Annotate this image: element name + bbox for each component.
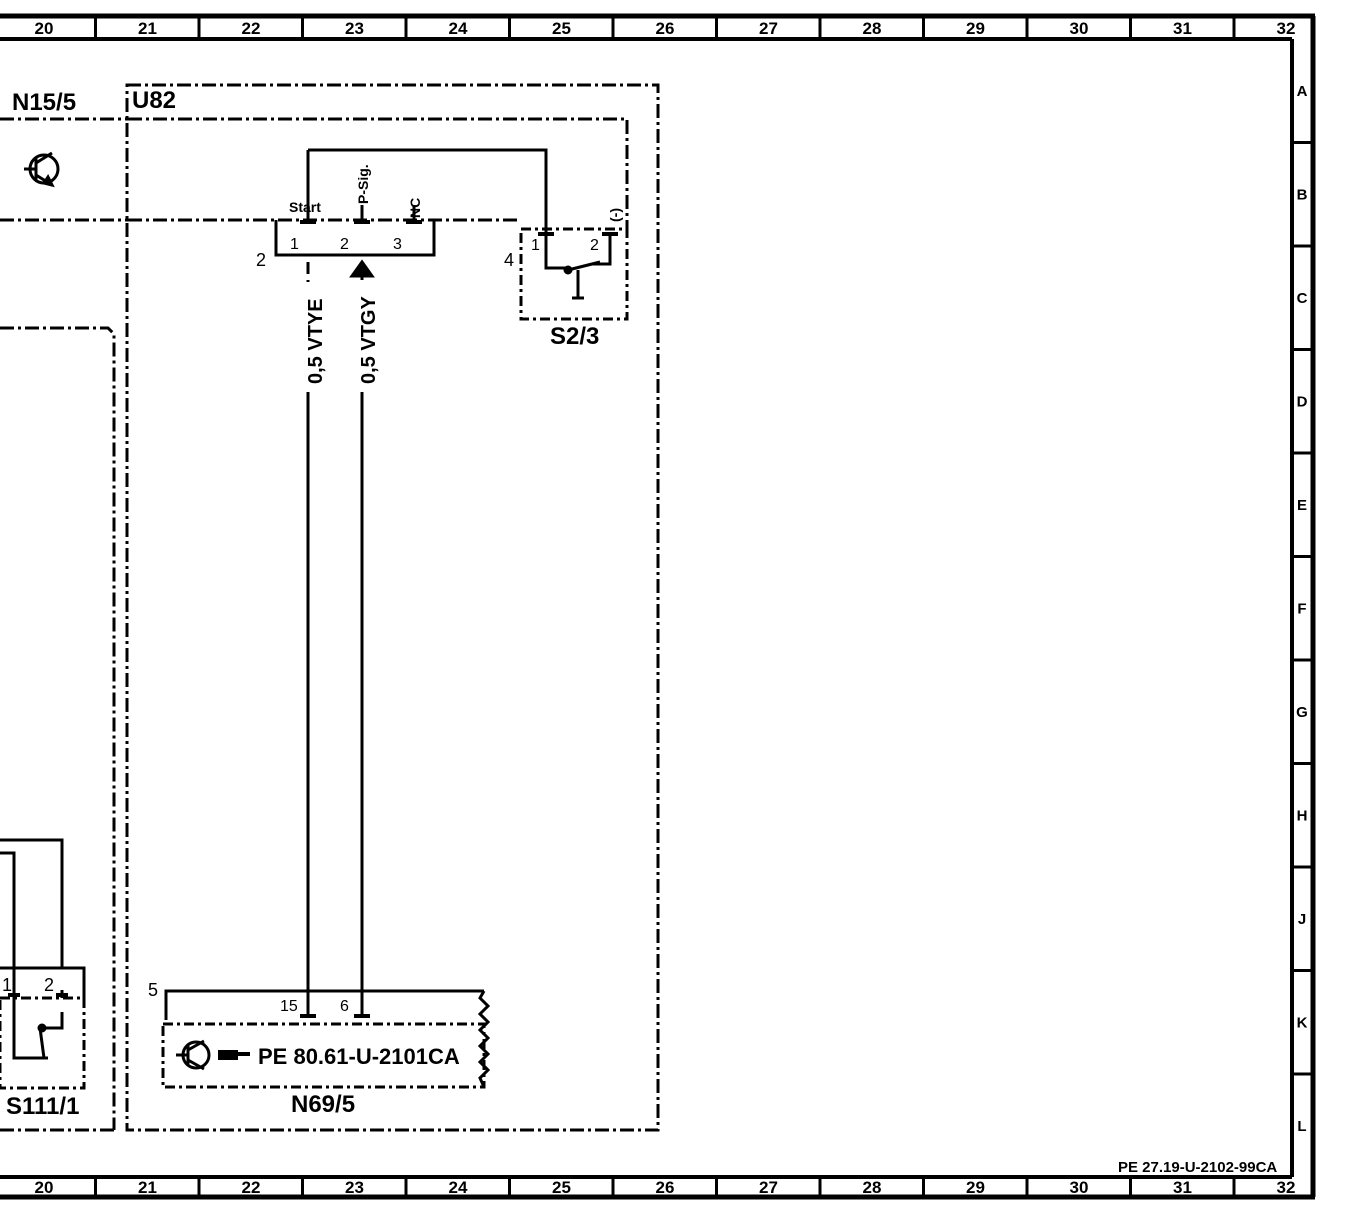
column-number: 29	[966, 19, 985, 38]
wire-label-vtgy: 0,5 VTGY	[358, 296, 380, 384]
signal-direction-arrow	[349, 259, 375, 278]
control-unit-icon	[176, 1039, 211, 1071]
n69-5-module	[161, 989, 491, 1089]
reference-document: PE 80.61-U-2101CA	[258, 1044, 460, 1069]
row-ticks	[1292, 141, 1313, 1076]
column-number: 23	[345, 1178, 364, 1197]
row-letter: H	[1297, 807, 1308, 824]
u82-connector	[274, 150, 436, 257]
sheet-frame	[0, 13, 1316, 1200]
signal-nc: NC	[407, 198, 423, 218]
column-number: 26	[656, 1178, 675, 1197]
column-number: 25	[552, 19, 571, 38]
column-number: 31	[1173, 1178, 1192, 1197]
n69-5-pin-15: 15	[280, 998, 298, 1015]
column-number: 24	[449, 1178, 468, 1197]
row-letter: D	[1297, 393, 1308, 410]
n15-5-boundary	[0, 117, 128, 222]
electronic-module-icon	[24, 151, 60, 188]
row-letter: K	[1297, 1014, 1308, 1031]
signal-p-sig: P-Sig.	[355, 164, 371, 204]
s2-3-pin-1: 1	[531, 237, 540, 254]
column-number: 32	[1277, 1178, 1296, 1197]
u82-label: U82	[132, 87, 176, 114]
row-letter: F	[1297, 600, 1306, 617]
signal-minus: (-)	[607, 208, 623, 222]
column-labels-bottom: 20 21 22 23 24 25 26 27 28 29 30 31 32	[35, 1178, 1296, 1197]
row-letter: L	[1297, 1118, 1306, 1135]
column-number: 27	[759, 19, 778, 38]
n15-5-label: N15/5	[12, 89, 76, 116]
s111-1-pin-2: 2	[44, 975, 54, 995]
column-number: 22	[242, 19, 261, 38]
s2-3-pin-2: 2	[590, 237, 599, 254]
s111-1-label: S111/1	[6, 1093, 79, 1120]
column-number: 29	[966, 1178, 985, 1197]
column-number: 28	[863, 1178, 882, 1197]
s2-3-switch	[519, 227, 629, 321]
s111-1-switch	[0, 990, 86, 1090]
u82-boundary	[125, 83, 660, 1132]
u82-pin-1: 1	[290, 236, 299, 253]
left-module-boundary	[0, 326, 116, 1132]
row-letter: E	[1297, 497, 1307, 514]
column-number: 30	[1070, 19, 1089, 38]
row-letter: B	[1297, 186, 1308, 203]
signal-start: Start	[289, 199, 321, 215]
column-number: 21	[138, 1178, 157, 1197]
pointing-hand-icon	[218, 1050, 250, 1060]
s2-3-connector-ref: 4	[504, 250, 514, 270]
column-number: 22	[242, 1178, 261, 1197]
start-wire	[308, 148, 548, 236]
row-letter: J	[1298, 911, 1306, 928]
column-number: 21	[138, 19, 157, 38]
column-labels-top: 20 21 22 23 24 25 26 27 28 29 30 31 32	[35, 19, 1296, 38]
column-number: 23	[345, 19, 364, 38]
wire-label-vtye: 0,5 VTYE	[305, 298, 327, 384]
column-number: 20	[35, 19, 54, 38]
column-number: 25	[552, 1178, 571, 1197]
n69-5-connector-ref: 5	[148, 980, 158, 1000]
row-letter: A	[1297, 83, 1308, 100]
n69-5-label: N69/5	[291, 1091, 355, 1118]
column-number: 26	[656, 19, 675, 38]
document-id: PE 27.19-U-2102-99CA	[1118, 1159, 1277, 1176]
column-number: 28	[863, 19, 882, 38]
column-number: 32	[1277, 19, 1296, 38]
s111-1-pin-1: 1	[2, 975, 12, 995]
row-letter: G	[1296, 704, 1308, 721]
u82-pin-3: 3	[393, 236, 402, 253]
n69-5-pin-6: 6	[340, 998, 349, 1015]
row-letter: C	[1297, 290, 1308, 307]
column-number: 30	[1070, 1178, 1089, 1197]
left-wires	[0, 838, 86, 1058]
s2-3-label: S2/3	[550, 323, 599, 350]
column-ticks	[94, 16, 1236, 1197]
u82-connector-ref: 2	[256, 250, 266, 270]
column-number: 31	[1173, 19, 1192, 38]
u82-pin-2: 2	[340, 236, 349, 253]
column-number: 27	[759, 1178, 778, 1197]
column-number: 24	[449, 19, 468, 38]
column-number: 20	[35, 1178, 54, 1197]
row-labels: A B C D E F G H J K L	[1296, 83, 1308, 1135]
